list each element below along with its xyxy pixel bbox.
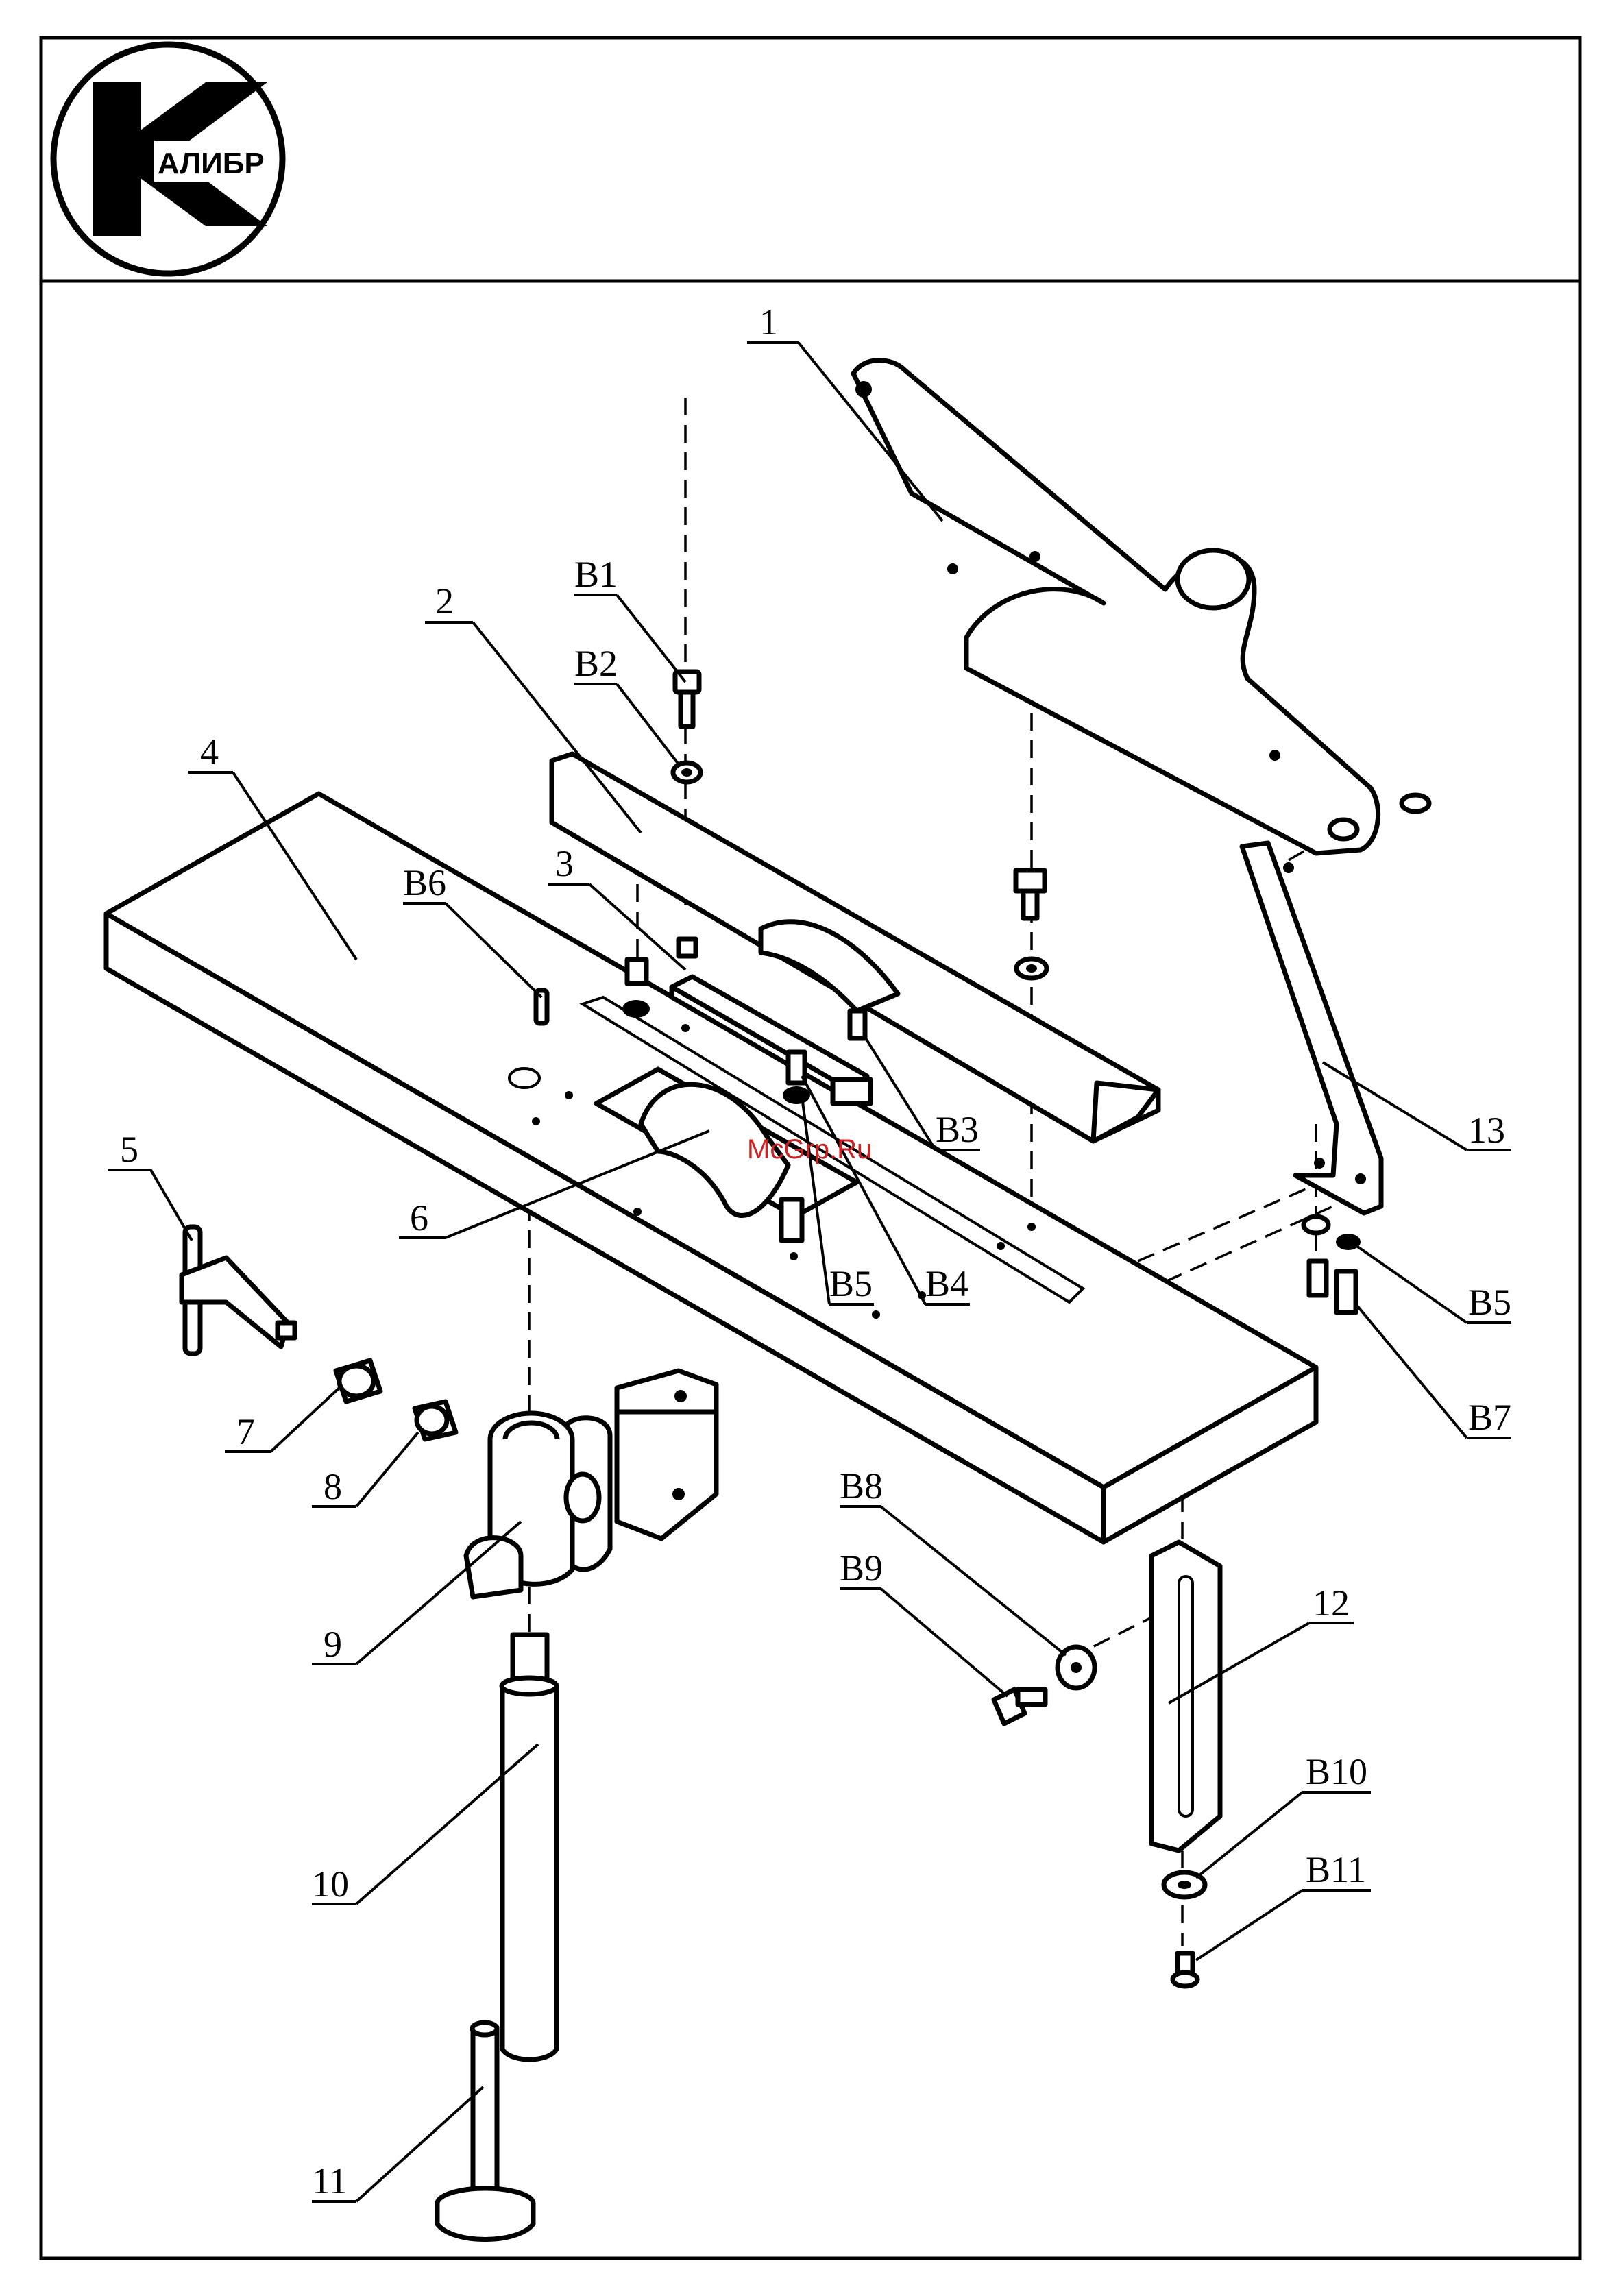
- callout-b8: B8: [840, 1465, 883, 1506]
- logo-text: АЛИБР: [158, 147, 265, 180]
- callout-b5-left: B5: [829, 1263, 873, 1304]
- lock-lever: [182, 1227, 295, 1354]
- callout-b2: B2: [574, 643, 618, 684]
- callout-9: 9: [324, 1624, 342, 1665]
- side-bracket: [1242, 843, 1381, 1213]
- column-tube: [502, 1635, 557, 2060]
- callout-3: 3: [555, 843, 574, 884]
- bushings: [336, 1360, 456, 1439]
- callout-11: 11: [312, 2160, 348, 2201]
- column-bracket: [466, 1371, 716, 1597]
- callout-b9: B9: [840, 1548, 883, 1589]
- callout-b11: B11: [1306, 1849, 1366, 1890]
- callout-8: 8: [324, 1466, 342, 1507]
- callout-1: 1: [759, 302, 778, 343]
- callout-10: 10: [312, 1864, 349, 1905]
- callout-6: 6: [410, 1197, 428, 1238]
- callout-b6: B6: [403, 862, 446, 903]
- callout-b4: B4: [925, 1263, 968, 1304]
- callout-12: 12: [1313, 1583, 1350, 1624]
- leg-channel: [1151, 1542, 1220, 1851]
- callout-b1: B1: [574, 554, 618, 595]
- callout-13: 13: [1468, 1110, 1505, 1151]
- callout-4: 4: [200, 731, 219, 772]
- kalibr-logo: АЛИБР: [53, 45, 282, 273]
- watermark: McGrp.Ru: [747, 1134, 872, 1164]
- upper-arm: [853, 361, 1429, 853]
- callout-5: 5: [120, 1129, 138, 1170]
- callout-b5-right: B5: [1468, 1282, 1511, 1323]
- callout-b3: B3: [936, 1109, 979, 1150]
- callout-b10: B10: [1306, 1751, 1367, 1792]
- callout-7: 7: [236, 1411, 255, 1452]
- callout-b7: B7: [1468, 1397, 1511, 1438]
- callout-2: 2: [435, 581, 454, 622]
